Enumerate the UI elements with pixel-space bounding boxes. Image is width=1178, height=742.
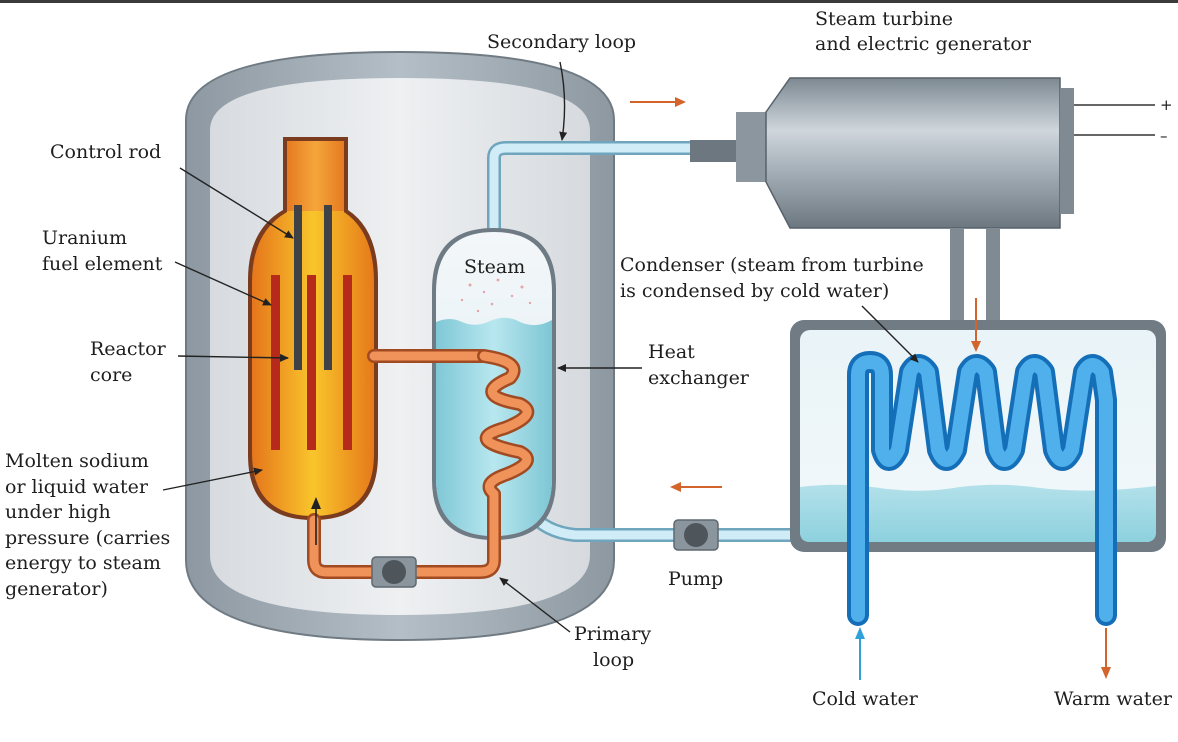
top-border <box>0 0 1178 3</box>
label-molten-line2: or liquid water <box>5 476 149 498</box>
leader-control-rod <box>179 167 294 239</box>
reactor-core <box>248 137 378 520</box>
flow-arrow-warm-water-down <box>1101 628 1111 679</box>
label-steam-turbine-line1: Steam turbine <box>815 8 953 30</box>
label-condenser-line2: is condensed by cold water) <box>620 280 889 302</box>
label-heat-exchanger-line1: Heat <box>648 341 695 363</box>
primary-loop-pipe <box>307 349 535 579</box>
label-terminal-minus: – <box>1160 127 1168 145</box>
cooling-coil <box>847 351 1117 626</box>
label-primary-loop-line1: Primary <box>574 623 651 645</box>
label-pump: Pump <box>668 568 723 590</box>
label-steam-turbine-line2: and electric generator <box>815 33 1032 55</box>
flow-arrow-condenser-down <box>971 298 981 352</box>
control-rods <box>294 205 332 370</box>
label-uranium-line2: fuel element <box>42 253 163 275</box>
label-warm-water: Warm water <box>1054 688 1173 710</box>
label-molten-line5: energy to steam <box>5 552 161 574</box>
leader-condenser <box>861 305 919 363</box>
label-molten-line4: pressure (carries <box>5 527 170 549</box>
leader-primary-loop <box>499 577 571 633</box>
fuel-elements <box>271 275 352 450</box>
flow-arrow-water-left <box>670 482 722 492</box>
label-molten-line6: generator) <box>5 578 108 600</box>
steam-bubbles <box>460 278 532 313</box>
label-molten-line1: Molten sodium <box>5 450 149 472</box>
leader-reactor-core <box>177 353 289 362</box>
label-terminal-plus: + <box>1160 96 1173 114</box>
labels: Secondary loop Steam turbine and electri… <box>5 8 1173 710</box>
leader-uranium-fuel <box>174 261 272 306</box>
label-condenser-line1: Condenser (steam from turbine <box>620 254 924 276</box>
label-heat-exchanger-line2: exchanger <box>648 367 750 389</box>
flow-arrow-core-up <box>311 497 321 545</box>
label-cold-water: Cold water <box>812 688 919 710</box>
label-reactor-core-line2: core <box>90 364 132 386</box>
leader-secondary-loop <box>559 61 568 141</box>
primary-pump <box>371 556 417 588</box>
secondary-pump <box>673 519 719 551</box>
label-reactor-core-line1: Reactor <box>90 338 167 360</box>
label-primary-loop-line2: loop <box>593 649 634 671</box>
leader-lines <box>162 61 919 633</box>
label-steam: Steam <box>464 256 525 278</box>
label-molten-line3: under high <box>5 501 111 523</box>
flow-arrows <box>311 97 1111 680</box>
label-uranium-line1: Uranium <box>42 227 127 249</box>
leader-molten-sodium <box>162 467 263 491</box>
flow-arrow-steam-right <box>630 97 686 107</box>
flow-arrow-cold-water-up <box>855 627 865 680</box>
label-control-rod: Control rod <box>50 141 161 163</box>
label-secondary-loop: Secondary loop <box>487 31 636 53</box>
steam-turbine-generator <box>690 77 1155 320</box>
